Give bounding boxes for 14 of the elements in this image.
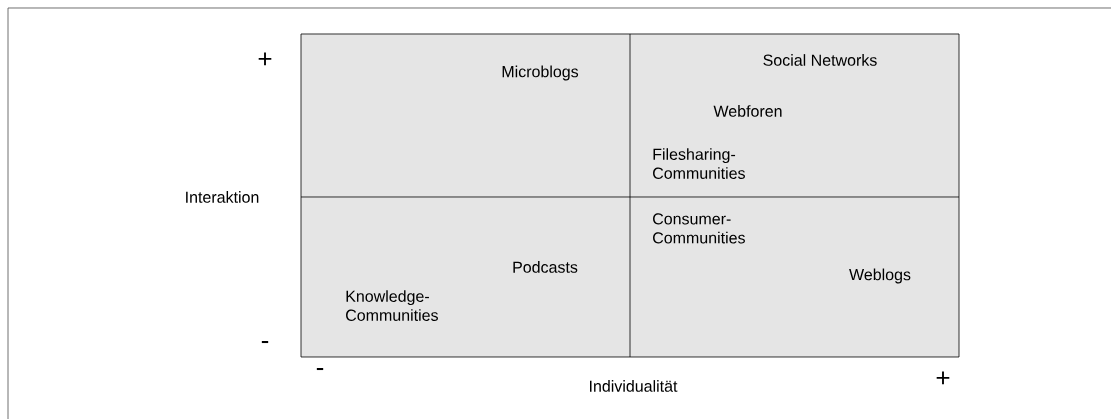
quadrant-label: Podcasts (513, 261, 578, 273)
axis-sign: - (316, 368, 324, 371)
axis-sign: + (258, 52, 272, 66)
axis-sign: - (261, 341, 269, 344)
quadrant-label: Microblogs (502, 65, 579, 81)
quadrant-label: Consumer- Communities (653, 213, 745, 244)
axis-label: Individualität (590, 380, 678, 392)
quadrant-label: Knowledge- Communities (346, 290, 438, 321)
quadrant-label: Weblogs (849, 268, 911, 284)
quadrant-label: Social Networks (763, 54, 877, 66)
quadrant-label: Webforen (713, 105, 782, 117)
axis-sign: + (936, 371, 950, 385)
axis-label: Interaktion (186, 191, 259, 203)
quadrant-label: Filesharing- Communities (653, 148, 745, 179)
